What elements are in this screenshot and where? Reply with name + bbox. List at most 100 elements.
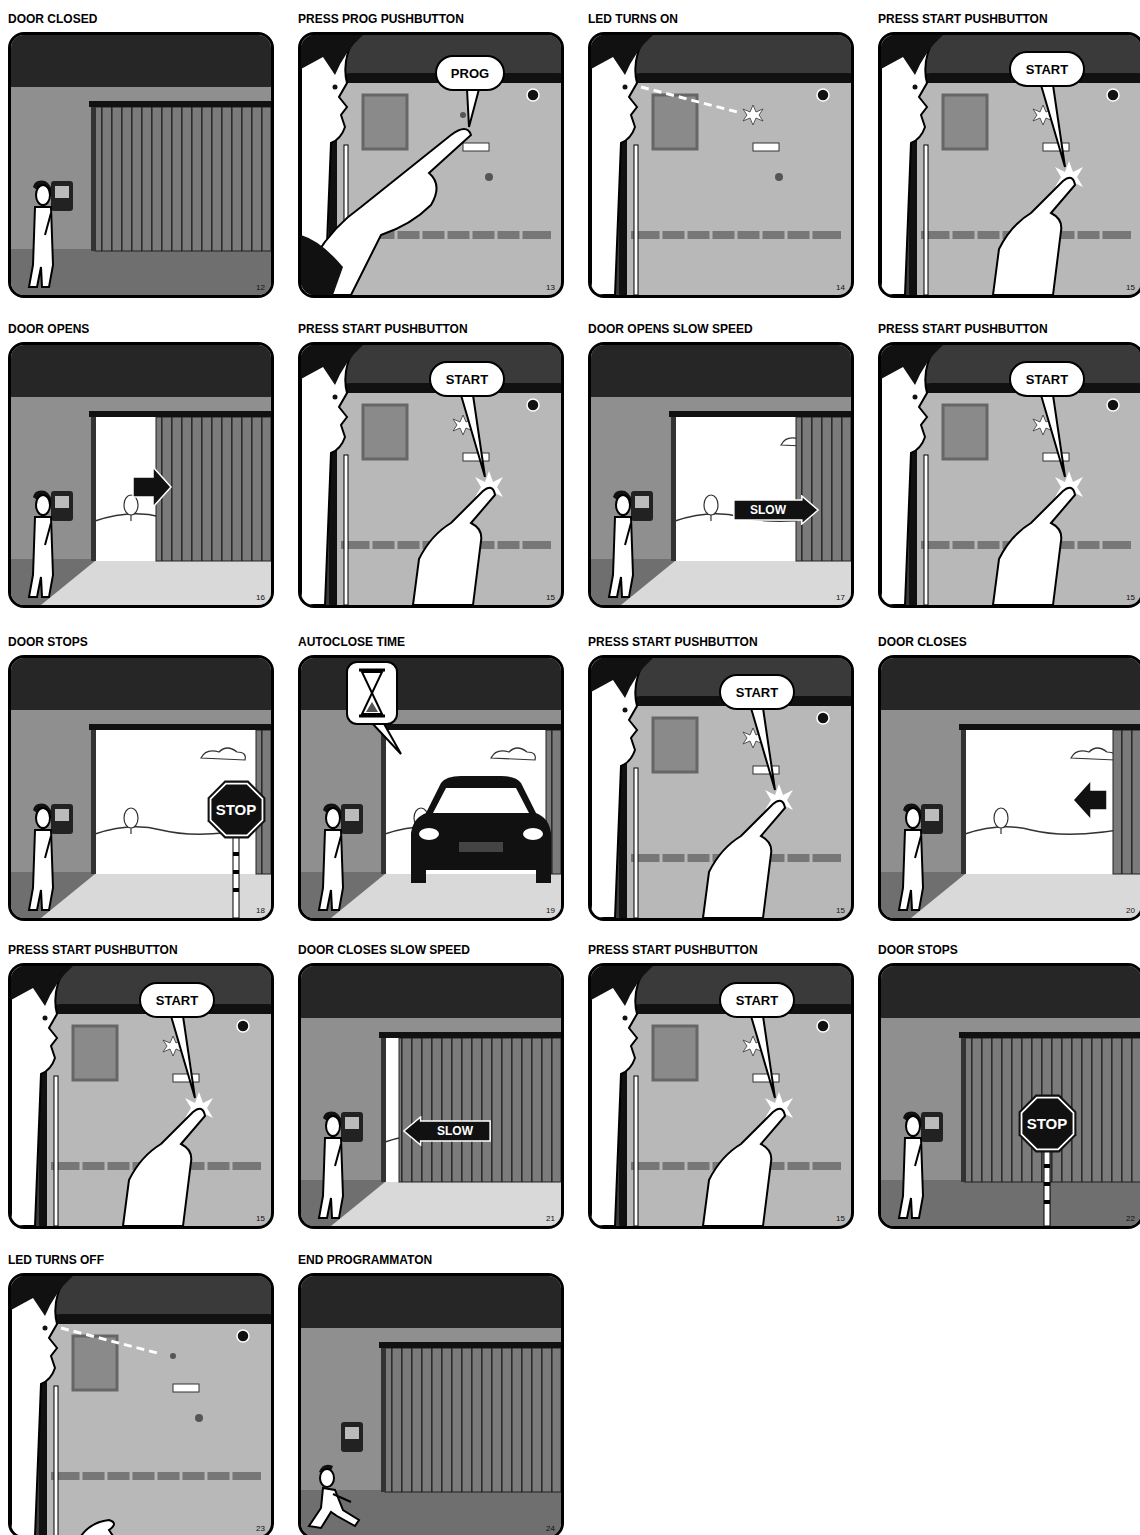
panel-number: 15 xyxy=(1126,283,1135,292)
comic-panel: PRESS START PUSHBUTTON 15 START xyxy=(878,8,1140,298)
panel-frame: 15 START xyxy=(298,342,564,608)
panel-number: 15 xyxy=(546,593,555,602)
panel-heading: DOOR OPENS xyxy=(8,322,89,336)
panel-heading: DOOR STOPS xyxy=(8,635,88,649)
shape-label: START xyxy=(1026,62,1068,77)
scene-drawing xyxy=(881,345,1140,605)
speech-bubble: START xyxy=(719,674,795,710)
scene-drawing xyxy=(591,35,851,295)
panel-frame: 17SLOW xyxy=(588,342,854,608)
panel-number: 12 xyxy=(256,283,265,292)
panel-frame: 19 xyxy=(298,655,564,921)
panel-number: 24 xyxy=(546,1524,555,1533)
panel-illustration xyxy=(881,658,1140,918)
stop-sign: STOP xyxy=(207,780,266,839)
panel-illustration xyxy=(881,966,1140,1226)
scene-drawing xyxy=(11,966,271,1226)
panel-number: 17 xyxy=(836,593,845,602)
comic-panel: DOOR CLOSES 20 xyxy=(878,631,1140,921)
panel-frame: 15 START xyxy=(588,655,854,921)
panel-heading: DOOR CLOSES xyxy=(878,635,967,649)
panel-number: 20 xyxy=(1126,906,1135,915)
comic-panel: AUTOCLOSE TIME 19 xyxy=(298,631,564,921)
panel-number: 23 xyxy=(256,1524,265,1533)
shape-label: START xyxy=(156,993,198,1008)
panel-heading: DOOR OPENS SLOW SPEED xyxy=(588,322,753,336)
scene-drawing xyxy=(301,1276,561,1535)
speech-bubble: START xyxy=(429,361,505,397)
panel-frame: 15 START xyxy=(8,963,274,1229)
comic-panel: DOOR OPENS 16 xyxy=(8,318,274,608)
panel-heading: PRESS START PUSHBUTTON xyxy=(298,322,468,336)
panel-frame: 15 START xyxy=(878,342,1140,608)
shape-label: SLOW xyxy=(437,1124,473,1138)
comic-panel: DOOR STOPS 18 STOP xyxy=(8,631,274,921)
shape-label: START xyxy=(736,993,778,1008)
panel-number: 15 xyxy=(1126,593,1135,602)
panel-frame: 15 START xyxy=(588,963,854,1229)
comic-panel: PRESS PROG PUSHBUTTON 13 PROG xyxy=(298,8,564,298)
speech-bubble: START xyxy=(1009,51,1085,87)
panel-heading: PRESS START PUSHBUTTON xyxy=(878,322,1048,336)
panel-number: 18 xyxy=(256,906,265,915)
panel-heading: LED TURNS OFF xyxy=(8,1253,104,1267)
scene-drawing xyxy=(301,345,561,605)
panel-frame: 12 xyxy=(8,32,274,298)
shape-label: START xyxy=(736,685,778,700)
panel-heading: DOOR CLOSED xyxy=(8,12,97,26)
scene-drawing xyxy=(881,35,1140,295)
stop-sign: STOP xyxy=(1018,1094,1077,1153)
speech-bubble: PROG xyxy=(435,55,505,91)
panel-heading: DOOR STOPS xyxy=(878,943,958,957)
shape-label: START xyxy=(446,372,488,387)
comic-panel: PRESS START PUSHBUTTON15START xyxy=(588,939,854,1229)
comic-panel: PRESS START PUSHBUTTON 15 START xyxy=(298,318,564,608)
scene-drawing xyxy=(11,1276,271,1535)
scene-drawing xyxy=(11,658,271,918)
panel-frame: 20 xyxy=(878,655,1140,921)
panel-frame: 23 xyxy=(8,1273,274,1535)
panel-number: 21 xyxy=(546,1214,555,1223)
scene-drawing xyxy=(881,658,1140,918)
comic-panel: DOOR STOPS 22 STOP xyxy=(878,939,1140,1229)
panel-number: 15 xyxy=(836,906,845,915)
scene-drawing xyxy=(11,35,271,295)
panel-illustration xyxy=(11,35,271,295)
panel-number: 13 xyxy=(546,283,555,292)
scene-drawing xyxy=(11,345,271,605)
panel-illustration xyxy=(301,1276,561,1535)
comic-panel: PRESS START PUSHBUTTON15START xyxy=(588,631,854,921)
scene-drawing xyxy=(881,966,1140,1226)
shape-label: STOP xyxy=(1027,1115,1068,1132)
panel-number: 19 xyxy=(546,906,555,915)
shape-label: STOP xyxy=(216,801,257,818)
scene-drawing xyxy=(591,966,851,1226)
panel-heading: DOOR CLOSES SLOW SPEED xyxy=(298,943,470,957)
panel-illustration xyxy=(591,35,851,295)
panel-illustration xyxy=(11,1276,271,1535)
speech-bubble: START xyxy=(139,982,215,1018)
comic-panel: END PROGRAMMATON24 xyxy=(298,1249,564,1535)
panel-number: 16 xyxy=(256,593,265,602)
panel-heading: PRESS PROG PUSHBUTTON xyxy=(298,12,464,26)
panel-number: 22 xyxy=(1126,1214,1135,1223)
speech-bubble: START xyxy=(719,982,795,1018)
panel-number: 15 xyxy=(836,1214,845,1223)
panel-heading: LED TURNS ON xyxy=(588,12,678,26)
panel-number: 15 xyxy=(256,1214,265,1223)
panel-heading: PRESS START PUSHBUTTON xyxy=(878,12,1048,26)
comic-panel: DOOR OPENS SLOW SPEED 17SLOW xyxy=(588,318,854,608)
panel-illustration xyxy=(301,966,561,1226)
panel-frame: 21 SLOW xyxy=(298,963,564,1229)
panel-illustration xyxy=(11,345,271,605)
comic-panel: DOOR CLOSES SLOW SPEED 21 SLOW xyxy=(298,939,564,1229)
panel-heading: AUTOCLOSE TIME xyxy=(298,635,405,649)
comic-panel: DOOR CLOSED 12 xyxy=(8,8,274,298)
panel-number: 14 xyxy=(836,283,845,292)
shape-label: PROG xyxy=(451,66,489,81)
panel-frame: 15 START xyxy=(878,32,1140,298)
panel-frame: 18 STOP xyxy=(8,655,274,921)
panel-illustration xyxy=(301,658,561,918)
shape-label: START xyxy=(1026,372,1068,387)
